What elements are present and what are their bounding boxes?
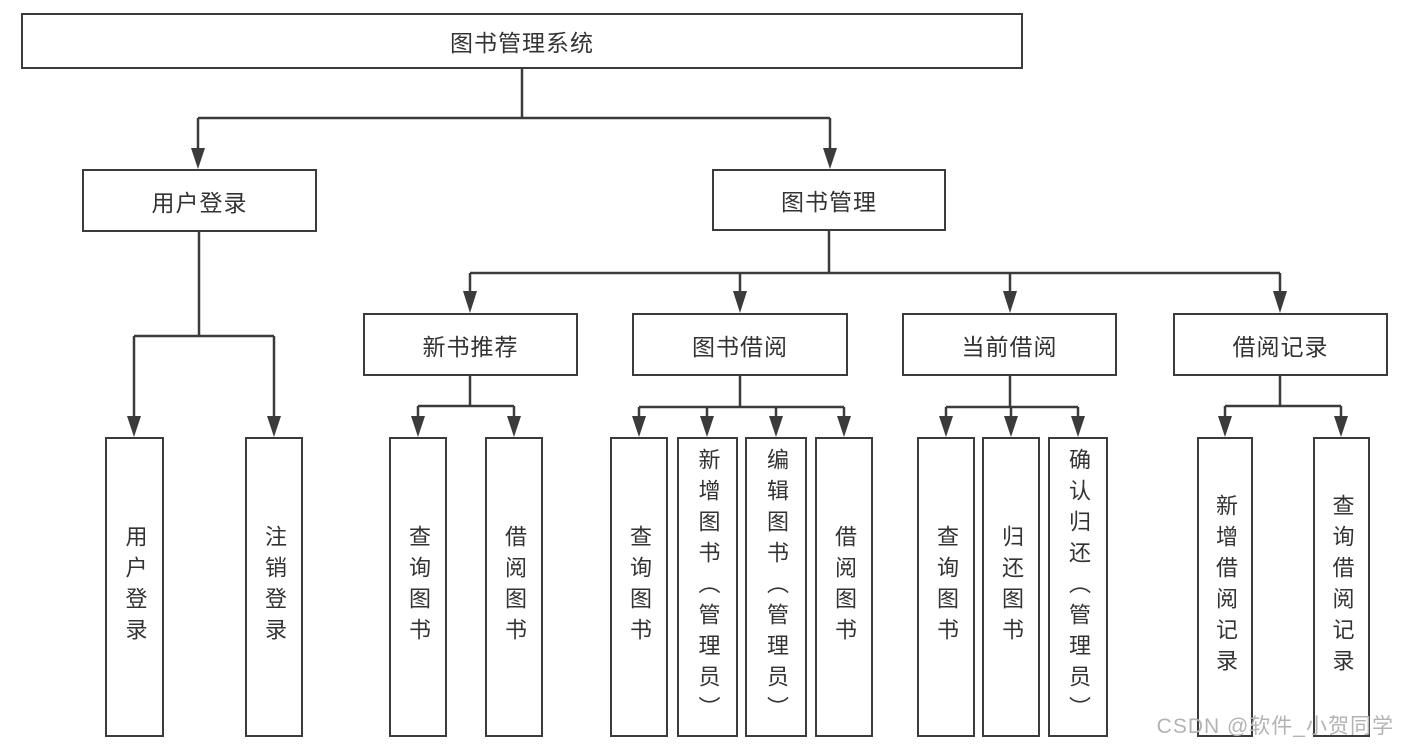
leaf-label: 注销登录 (262, 525, 287, 649)
leaf-label: 查询借阅记录 (1329, 494, 1355, 680)
leaf-records-add-borrow-record: 新增借阅记录 (1197, 437, 1253, 737)
leaf-borrow-borrow-books: 借阅图书 (815, 437, 873, 737)
leaf-user-login: 用户登录 (105, 437, 164, 737)
leaf-recommend-query-books: 查询图书 (389, 437, 447, 737)
leaf-recommend-borrow-books: 借阅图书 (485, 437, 543, 737)
csdn-watermark: CSDN @软件_小贺同学 (1156, 715, 1394, 738)
node-current-borrowing: 当前借阅 (902, 313, 1117, 376)
leaf-current-return-books: 归还图书 (982, 437, 1040, 737)
leaf-label: 新增借阅记录 (1213, 494, 1238, 680)
leaf-label: 借阅图书 (502, 525, 527, 649)
node-label: 新书推荐 (422, 333, 519, 360)
leaf-current-confirm-return-admin: 确认归还（管理员） (1048, 437, 1108, 737)
leaf-label: 用户登录 (122, 525, 148, 649)
leaf-label: 新增图书（管理员） (695, 447, 721, 727)
node-label: 用户登录 (151, 189, 248, 216)
node-book-borrowing: 图书借阅 (632, 313, 848, 376)
leaf-label: 归还图书 (999, 525, 1024, 649)
node-borrowing-records: 借阅记录 (1173, 313, 1388, 376)
node-label: 图书借阅 (692, 333, 788, 360)
leaf-current-query-books: 查询图书 (917, 437, 975, 737)
leaf-label: 查询图书 (934, 525, 959, 649)
leaf-label: 查询图书 (406, 525, 431, 649)
node-label: 图书管理系统 (450, 30, 594, 56)
node-label: 当前借阅 (961, 333, 1058, 360)
node-label: 借阅记录 (1232, 333, 1329, 360)
leaf-records-query-borrow-record: 查询借阅记录 (1313, 437, 1370, 737)
leaf-borrow-edit-book-admin: 编辑图书（管理员） (745, 437, 807, 737)
leaf-label: 确认归还（管理员） (1066, 447, 1091, 727)
node-library-management-system: 图书管理系统 (21, 13, 1023, 69)
leaf-borrow-add-book-admin: 新增图书（管理员） (677, 437, 738, 737)
node-new-book-recommendation: 新书推荐 (363, 313, 578, 376)
leaf-logout-login: 注销登录 (245, 437, 303, 737)
leaf-borrow-query-books: 查询图书 (610, 437, 668, 737)
leaf-label: 查询图书 (627, 525, 652, 649)
node-user-login: 用户登录 (82, 169, 317, 232)
node-book-management: 图书管理 (712, 169, 946, 231)
leaf-label: 借阅图书 (832, 525, 857, 649)
leaf-label: 编辑图书（管理员） (764, 447, 789, 727)
node-label: 图书管理 (781, 189, 877, 215)
